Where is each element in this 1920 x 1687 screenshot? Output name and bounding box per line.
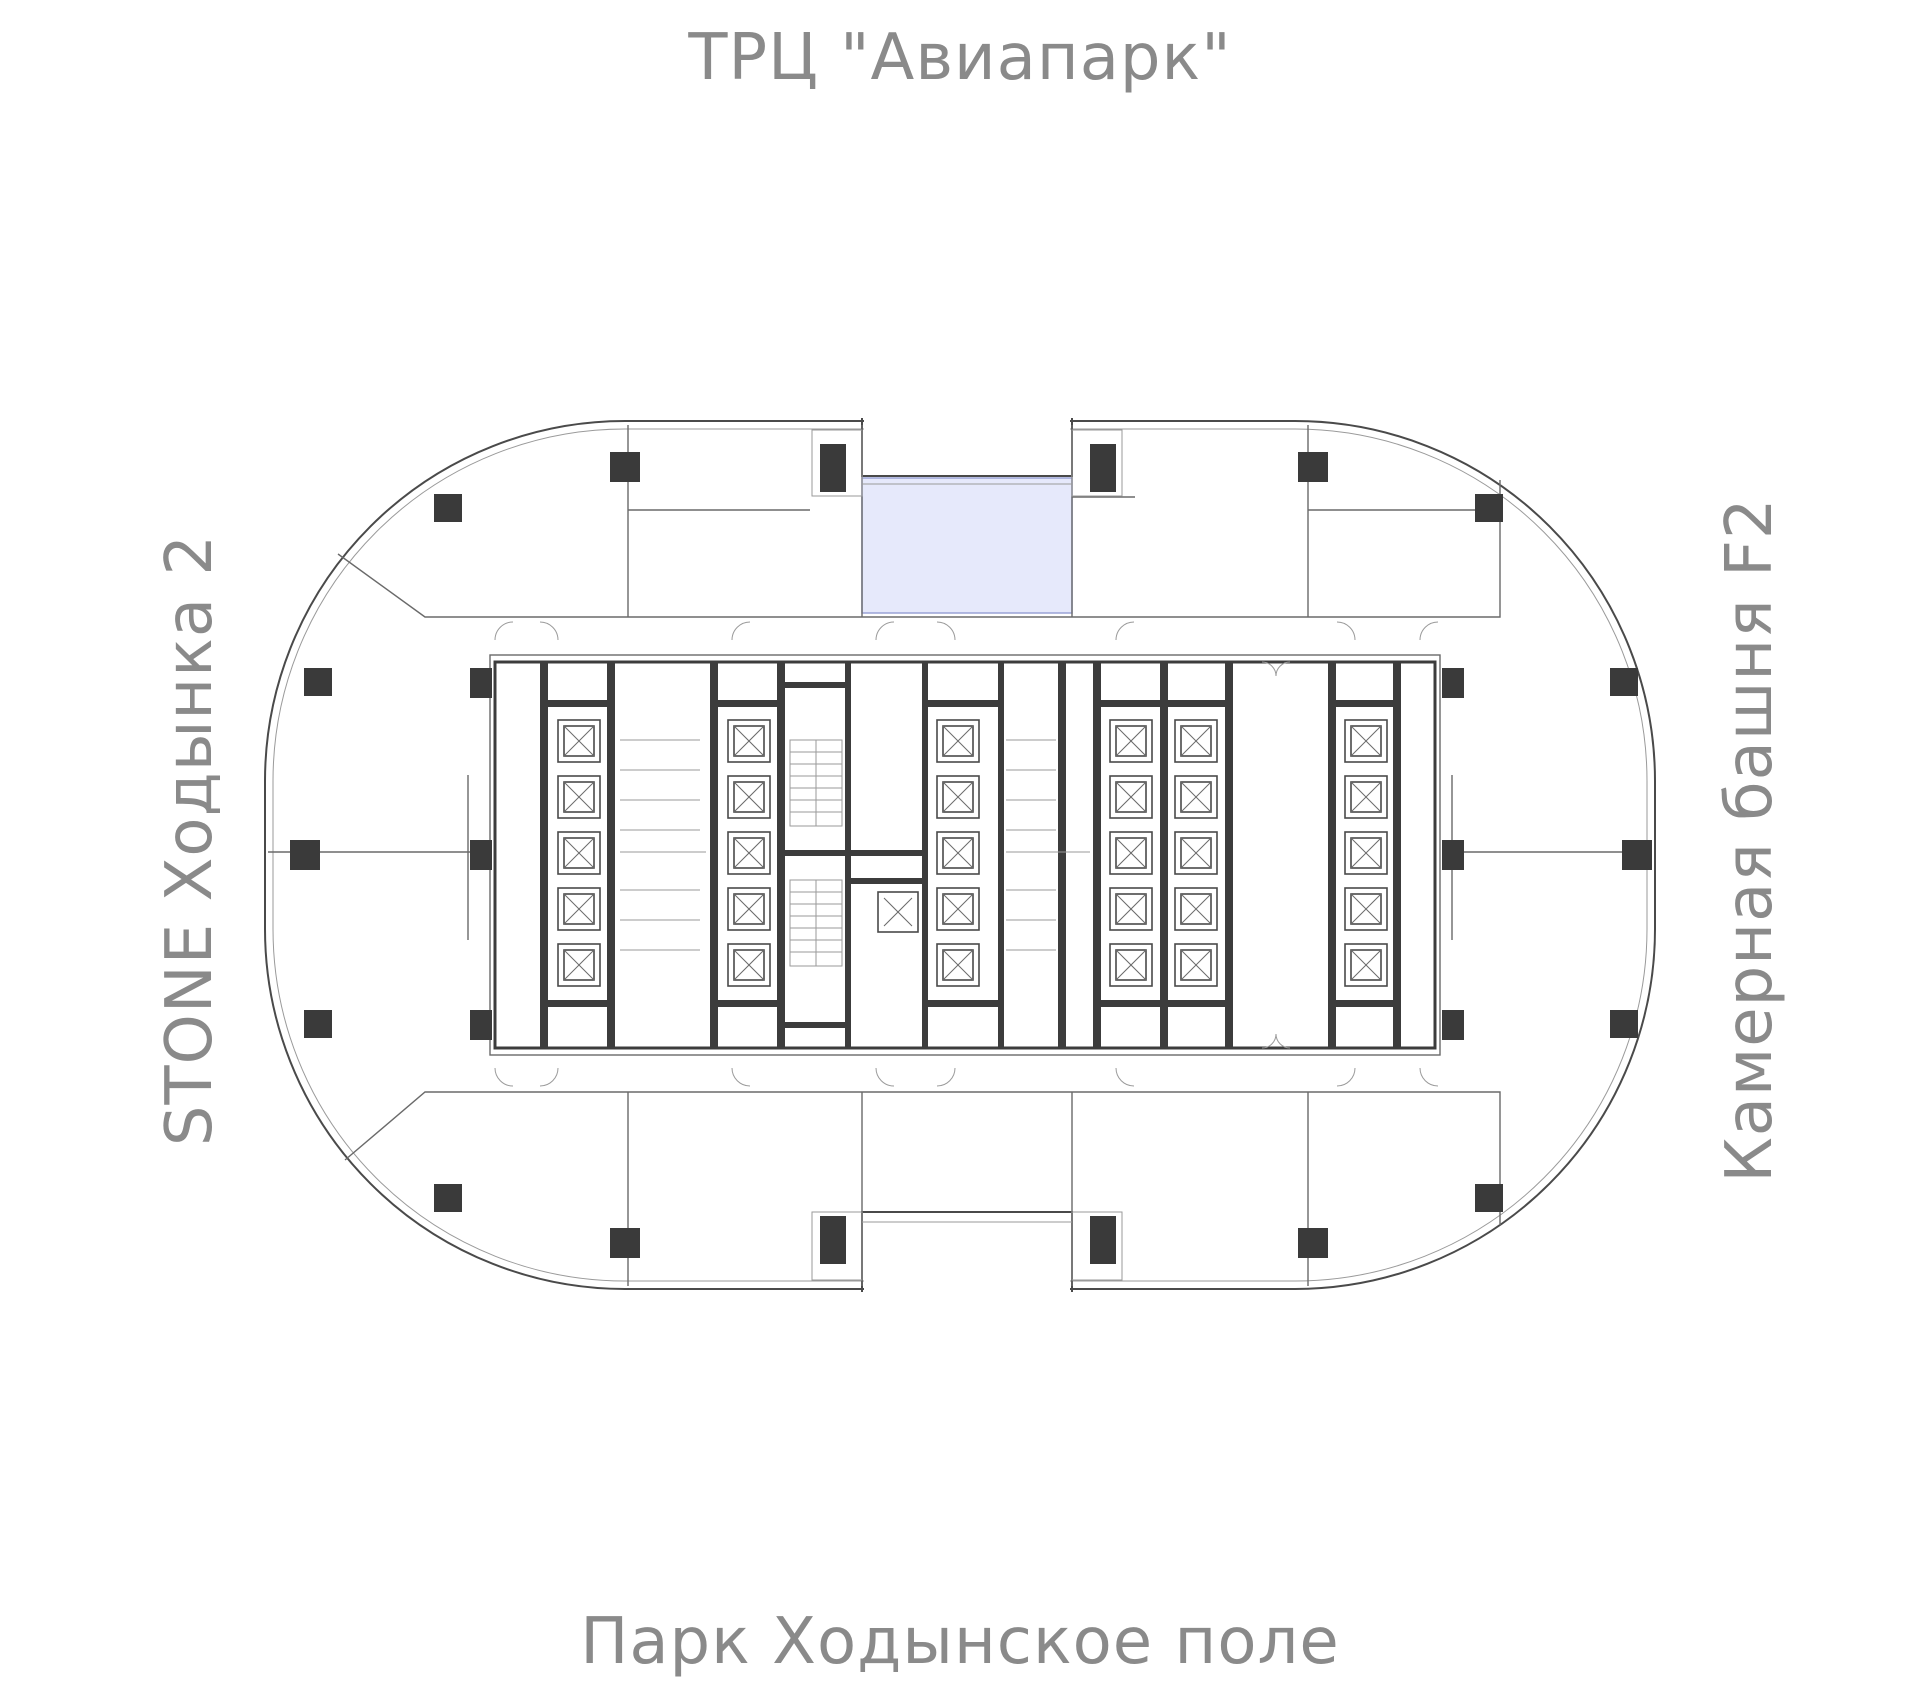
elevator-car: [1344, 943, 1388, 987]
structural-column: [1442, 840, 1464, 870]
structural-column: [470, 1010, 492, 1040]
elevator-car: [1344, 831, 1388, 875]
structural-column: [1442, 1010, 1464, 1040]
elevator-car: [877, 891, 919, 933]
elevator-car: [557, 887, 601, 931]
elevator-car: [1109, 831, 1153, 875]
elevator-car: [1109, 887, 1153, 931]
building-outline: [264, 420, 1656, 1290]
structural-column: [1090, 444, 1116, 492]
doors: [494, 621, 1439, 1087]
elevator-car: [557, 719, 601, 763]
elevator-car: [1109, 719, 1153, 763]
structural-column: [434, 1184, 462, 1212]
unit-north-center[interactable]: [861, 477, 1073, 614]
structural-column: [610, 1228, 640, 1258]
elevator-car: [936, 719, 980, 763]
elevator-car: [557, 775, 601, 819]
recess-window-frames: [811, 429, 1123, 1281]
elevator-car: [1109, 943, 1153, 987]
staircase-lower: [789, 879, 843, 967]
structural-column: [290, 840, 320, 870]
core-walls: [540, 662, 1401, 1048]
building-outline-inner: [272, 428, 1648, 1282]
elevator-car: [1344, 887, 1388, 931]
elevator-car: [727, 719, 771, 763]
elevator-car: [557, 831, 601, 875]
elevator-car: [727, 943, 771, 987]
elevator-car: [936, 943, 980, 987]
elevator-banks: [557, 719, 1388, 987]
structural-column: [470, 668, 492, 698]
structural-column: [1442, 668, 1464, 698]
building-core: [493, 660, 1437, 1050]
elevator-car: [1174, 719, 1218, 763]
staircase-upper: [789, 739, 843, 827]
structural-column: [820, 444, 846, 492]
structural-column: [1090, 1216, 1116, 1264]
elevator-car: [1174, 775, 1218, 819]
structural-column: [1298, 452, 1328, 482]
elevator-car: [1174, 887, 1218, 931]
elevator-car: [936, 887, 980, 931]
structural-column: [434, 494, 462, 522]
north-recess-mask: [864, 412, 1070, 432]
structural-column: [304, 1010, 332, 1038]
structural-column: [1475, 1184, 1503, 1212]
elevator-car: [1174, 831, 1218, 875]
structural-column: [820, 1216, 846, 1264]
restroom-fixtures: [620, 739, 1090, 951]
south-recess-mask: [864, 1278, 1070, 1298]
structural-column: [610, 452, 640, 482]
elevator-car: [1344, 719, 1388, 763]
structural-column: [1622, 840, 1652, 870]
structural-column: [1298, 1228, 1328, 1258]
structural-columns: [290, 444, 1652, 1264]
elevator-car: [1109, 775, 1153, 819]
elevator-car: [1344, 775, 1388, 819]
elevator-car: [1174, 943, 1218, 987]
elevator-car: [557, 943, 601, 987]
elevator-car: [727, 831, 771, 875]
elevator-car: [936, 775, 980, 819]
elevator-car: [727, 775, 771, 819]
structural-column: [1610, 1010, 1638, 1038]
structural-column: [1475, 494, 1503, 522]
elevator-car: [936, 831, 980, 875]
structural-column: [1610, 668, 1638, 696]
structural-column: [470, 840, 492, 870]
elevator-car: [727, 887, 771, 931]
orientation-label-south: Парк Ходынское поле: [580, 1605, 1340, 1679]
orientation-label-north: ТРЦ "Авиапарк": [688, 21, 1232, 95]
structural-column: [304, 668, 332, 696]
